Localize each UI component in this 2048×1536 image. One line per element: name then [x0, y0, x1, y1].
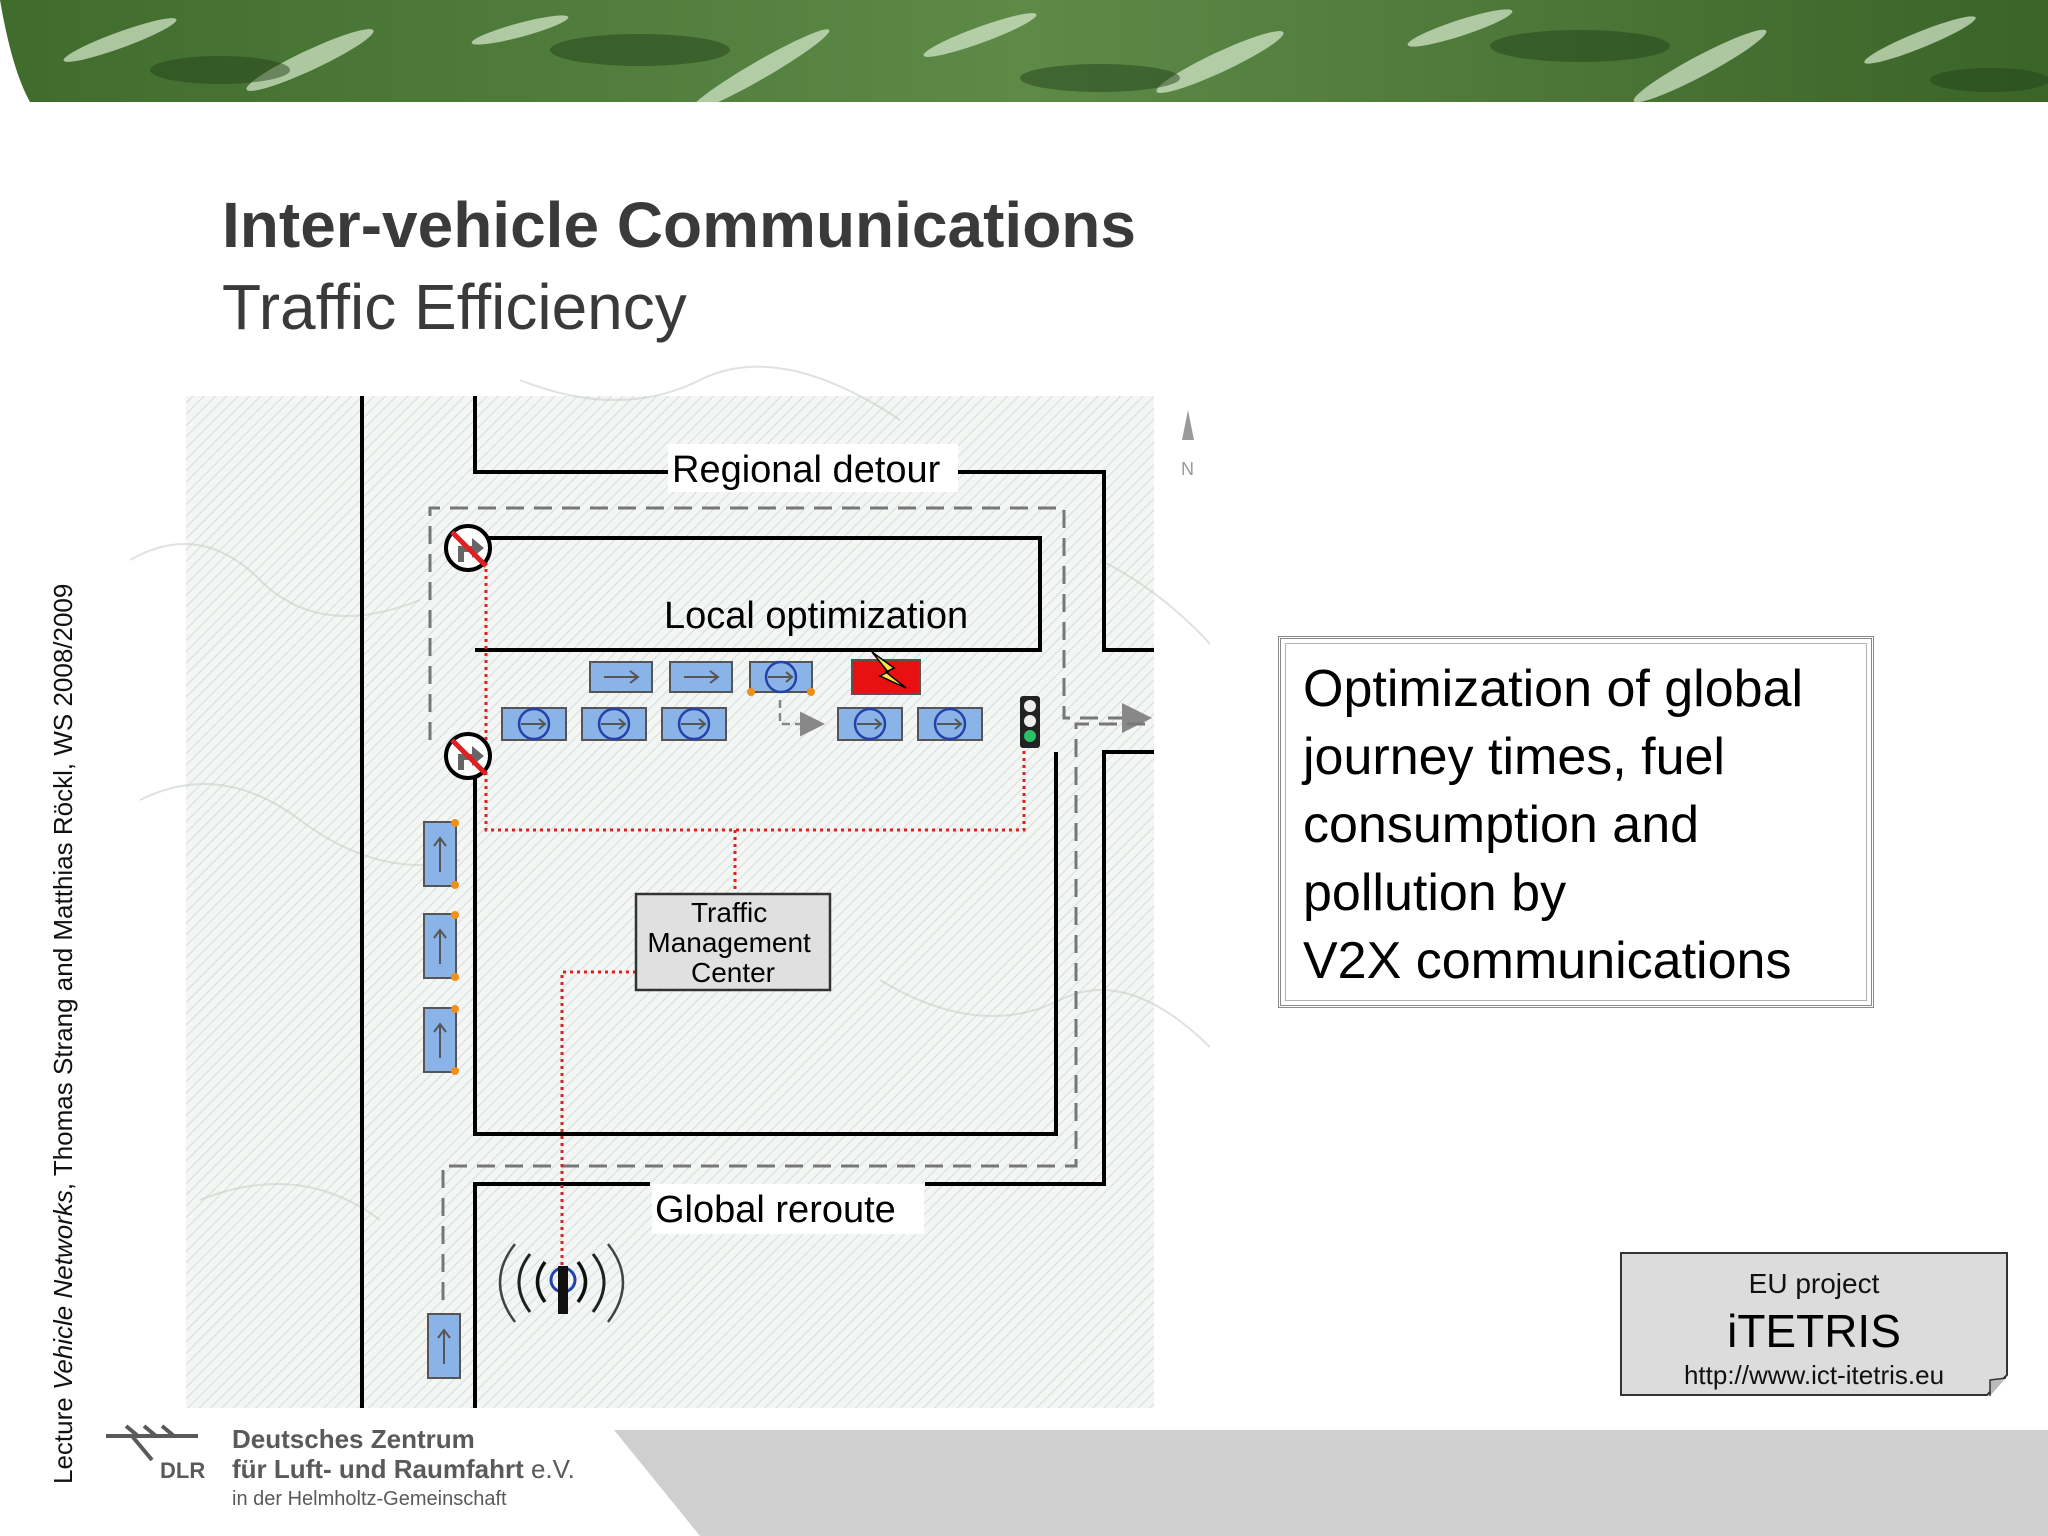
svg-text:Traffic Management Cen: Traffic Management Center — [647, 897, 818, 988]
slide-title: Inter-vehicle Communications — [222, 189, 1136, 261]
car-icon — [669, 661, 733, 693]
global-reroute-label: Global reroute — [655, 1189, 896, 1231]
org-name-line2-main: für Luft- und Raumfahrt — [232, 1454, 524, 1484]
compass-north-label: N — [1181, 459, 1194, 479]
org-name-line1: Deutsches Zentrum — [232, 1424, 475, 1454]
info-line: journey times, fuel — [1303, 728, 1725, 786]
incident-icon — [851, 651, 921, 695]
lecture-course: Vehicle Networks — [48, 1190, 78, 1391]
eu-project-label: EU project — [1748, 1268, 1880, 1299]
org-name-line2: für Luft- und Raumfahrt e.V. — [232, 1454, 575, 1485]
no-turn-sign-icon — [444, 524, 492, 572]
lane-change-arrow — [778, 700, 825, 737]
car-icon — [589, 661, 653, 693]
outer-road-bottom — [925, 750, 1154, 1186]
car-icon-communicating — [917, 707, 983, 741]
car-icon-communicating — [423, 911, 459, 981]
global-reroute-dashed — [441, 722, 1146, 1300]
car-icon-communicating — [747, 660, 815, 696]
info-box: Optimization of global journey times, fu… — [1278, 636, 1874, 1008]
dlr-logo-icon — [106, 1424, 198, 1462]
car-icon-communicating — [501, 707, 567, 741]
map-traces — [129, 365, 1210, 1221]
header-banner — [0, 0, 2048, 102]
footer-band — [614, 1430, 2048, 1536]
regional-detour-label: Regional detour — [672, 449, 941, 491]
tmc-label-line1: Traffic — [691, 897, 767, 928]
car-icon-communicating — [423, 1005, 459, 1075]
compass-icon: N — [1181, 410, 1194, 479]
local-detour-dashed — [428, 506, 1152, 740]
org-name-line3: in der Helmholtz-Gemeinschaft — [232, 1488, 507, 1510]
tmc-label-line2: Management — [647, 927, 811, 958]
eu-project-box: EU project iTETRIS http://www.ict-itetri… — [1620, 1252, 2008, 1396]
lecture-authors: , Thomas Strang and Matthias Röckl, WS 2… — [48, 583, 78, 1191]
traffic-management-center — [634, 892, 832, 992]
car-icon-communicating — [581, 707, 647, 741]
eu-project-name: iTETRIS — [1727, 1305, 1901, 1357]
org-legal-suffix: e.V. — [523, 1454, 575, 1484]
upper-block — [475, 536, 1042, 652]
sidebar-lecture-credit: Lecture Vehicle Networks, Thomas Strang … — [48, 584, 79, 1484]
page-fold-icon — [1986, 1374, 2008, 1396]
local-optimization-label: Local optimization — [664, 595, 968, 637]
info-line: V2X communications — [1303, 932, 1792, 990]
info-line: Optimization of global — [1303, 660, 1804, 718]
car-icon-communicating — [423, 819, 459, 889]
info-line: consumption and — [1303, 796, 1700, 854]
lower-block — [473, 752, 1058, 1136]
tmc-label-line3: Center — [691, 957, 775, 988]
info-line: pollution by — [1303, 864, 1567, 922]
slide-subtitle: Traffic Efficiency — [222, 271, 687, 343]
car-icon-communicating — [837, 707, 903, 741]
signal-path-tmc-top — [484, 548, 1026, 832]
no-turn-sign-icon — [444, 732, 492, 780]
traffic-light-icon — [1020, 696, 1040, 748]
eu-project-url[interactable]: http://www.ict-itetris.eu — [1683, 1360, 1945, 1390]
dlr-abbreviation: DLR — [160, 1458, 206, 1483]
global-reroute-road — [473, 1182, 650, 1408]
regional-detour-road — [473, 396, 1154, 652]
car-icon-communicating — [661, 707, 727, 741]
traffic-diagram: Regional detour Local optimization Globa… — [129, 365, 1210, 1408]
car-icon — [427, 1313, 461, 1379]
antenna-icon — [498, 1243, 625, 1323]
